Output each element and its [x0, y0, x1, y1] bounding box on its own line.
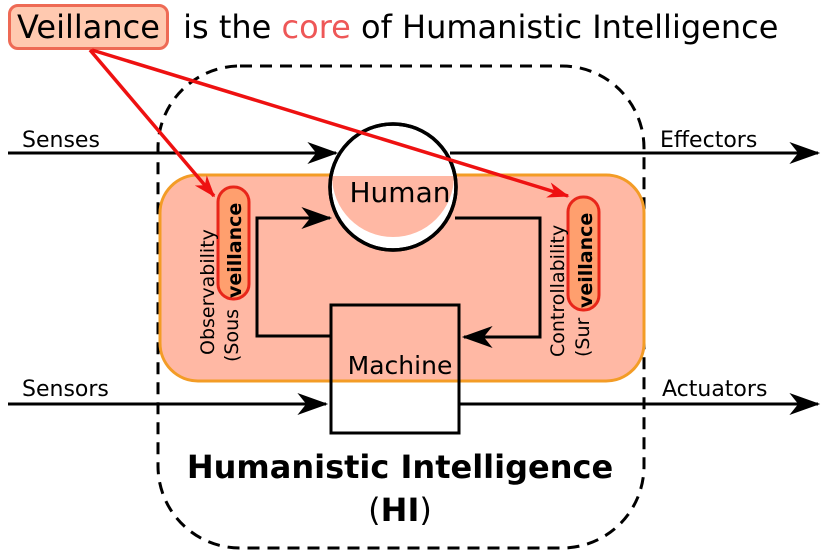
sousveillance-pill — [216, 185, 251, 301]
observability-loop-arrow — [255, 207, 333, 338]
label-human: Human — [350, 176, 451, 209]
controllability-loop-arrow — [455, 216, 542, 348]
machine-box-outline — [329, 303, 461, 435]
label-effectors: Effectors — [660, 128, 757, 153]
human-circle-outline — [328, 122, 458, 252]
red-arrow-to-sousveillance — [88, 48, 216, 198]
label-actuators: Actuators — [662, 377, 767, 402]
label-senses: Senses — [22, 128, 100, 153]
label-controllability: Controllability — [547, 225, 569, 357]
hi-abbrev: (HI) — [368, 491, 432, 529]
veillance-highlight-box: Veillance — [8, 4, 169, 50]
label-sur-prefix: (Sur — [572, 317, 594, 357]
headline: Veillance is the core of Humanistic Inte… — [8, 2, 778, 52]
label-surveillance: veillance — [575, 213, 597, 308]
hi-abbrev-open: ( — [368, 491, 380, 529]
label-observability: Observability — [197, 229, 219, 355]
headline-part-before: is the — [183, 8, 272, 46]
hi-title: Humanistic Intelligence — [187, 448, 613, 486]
machine-box-overlap — [332, 306, 458, 380]
human-circle-lower-fill — [332, 176, 454, 237]
label-sousveillance: veillance — [224, 203, 246, 298]
hi-abbrev-close: ) — [419, 491, 431, 529]
headline-part-after: of Humanistic Intelligence — [361, 8, 779, 46]
label-machine: Machine — [348, 351, 453, 380]
label-sensors: Sensors — [22, 377, 109, 402]
red-arrow-to-surveillance — [91, 48, 570, 198]
hi-abbrev-text: HI — [381, 491, 420, 529]
label-sous-prefix: (Sous — [221, 309, 243, 362]
surveillance-pill — [566, 195, 601, 312]
headline-core-word: core — [281, 8, 351, 46]
